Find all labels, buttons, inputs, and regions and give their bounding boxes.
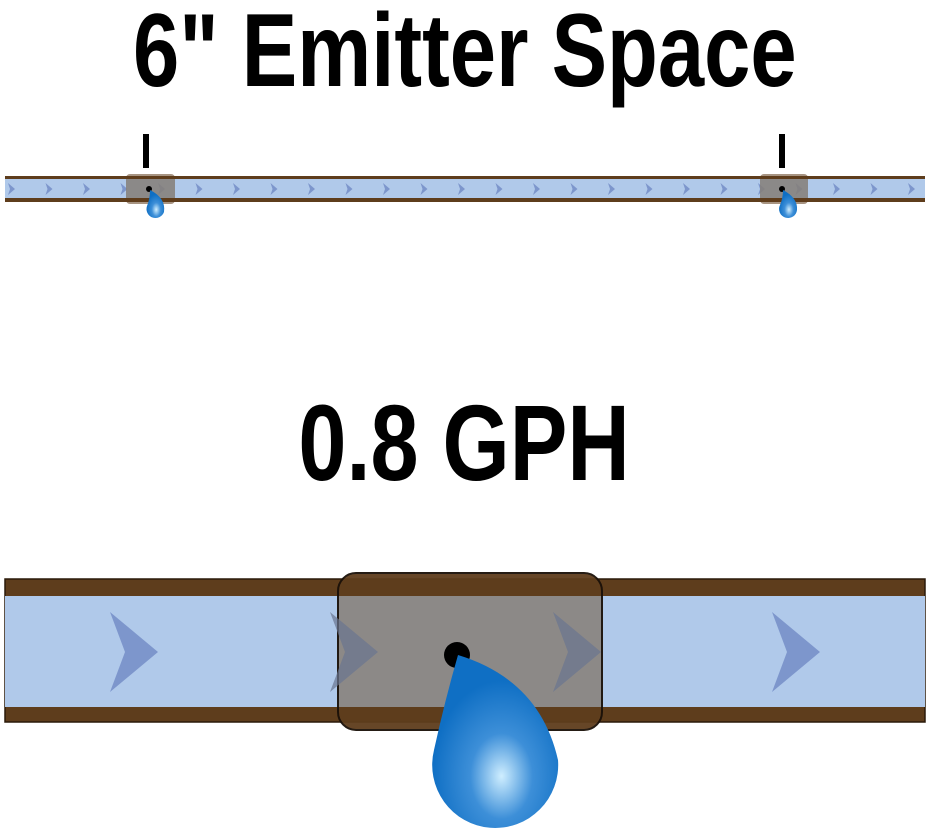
large-drip-tube bbox=[4, 572, 926, 828]
spacing-marker-left bbox=[143, 134, 149, 168]
flow-chevron-icon bbox=[570, 183, 578, 195]
flow-chevron-icon bbox=[110, 612, 158, 692]
flow-chevron-icon bbox=[495, 183, 503, 195]
flow-chevron-icon bbox=[345, 183, 353, 195]
spacing-marker-right bbox=[779, 134, 785, 168]
flow-chevron-icon bbox=[83, 183, 90, 195]
flow-chevron-icon bbox=[233, 183, 240, 195]
flow-chevron-icon bbox=[45, 183, 53, 195]
flow-chevron-icon bbox=[683, 183, 690, 195]
flow-chevron-icon bbox=[420, 183, 428, 195]
flow-rate-label: 0.8 GPH bbox=[298, 382, 631, 503]
flow-chevron-icon bbox=[383, 183, 390, 195]
flow-chevron-icon bbox=[870, 183, 878, 195]
flow-chevron-icon bbox=[270, 183, 278, 195]
small-drip-tube bbox=[5, 134, 925, 219]
flow-chevrons-small bbox=[8, 183, 915, 195]
flow-chevron-icon bbox=[308, 183, 315, 195]
flow-chevrons-large bbox=[110, 612, 820, 692]
flow-chevron-icon bbox=[645, 183, 653, 195]
flow-chevron-icon bbox=[772, 612, 820, 692]
flow-chevron-icon bbox=[458, 183, 465, 195]
flow-chevron-icon bbox=[8, 183, 15, 195]
emitter-spacing-title: 6" Emitter Space bbox=[132, 0, 797, 109]
flow-chevron-icon bbox=[608, 183, 615, 195]
flow-chevron-icon bbox=[833, 183, 840, 195]
water-drop-icon bbox=[779, 186, 798, 219]
water-drop-icon bbox=[146, 186, 165, 219]
flow-chevron-icon bbox=[120, 183, 128, 195]
flow-chevron-icon bbox=[908, 183, 915, 195]
flow-chevron-icon bbox=[533, 183, 540, 195]
flow-chevron-icon bbox=[720, 183, 728, 195]
water-drop-icon bbox=[432, 642, 559, 828]
flow-chevron-icon bbox=[195, 183, 203, 195]
